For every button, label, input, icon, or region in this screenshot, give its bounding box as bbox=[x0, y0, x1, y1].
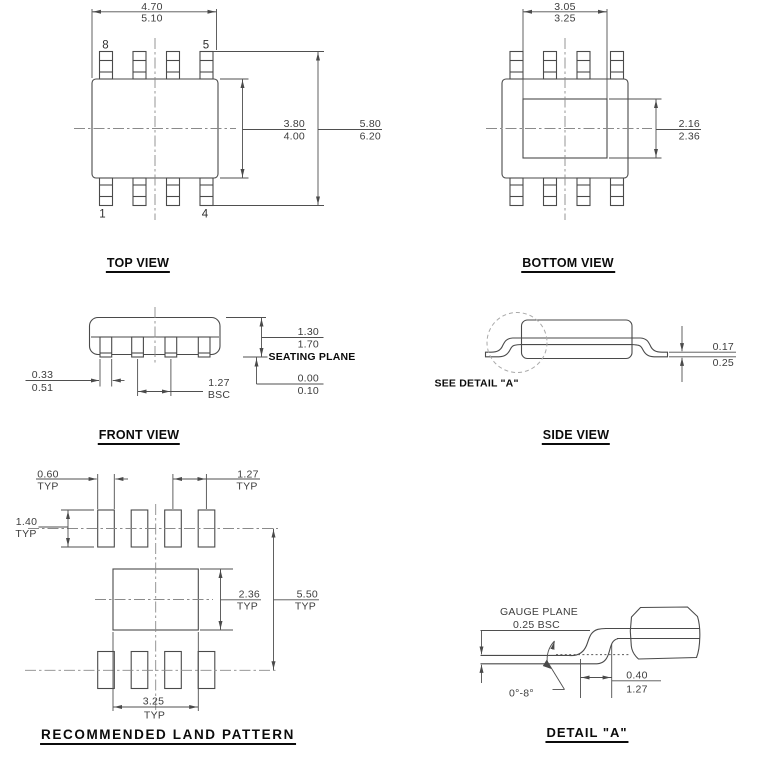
dim-top-width-min: 4.70 bbox=[141, 1, 162, 13]
pad-height-dimension bbox=[609, 98, 701, 159]
angle-arrowhead bbox=[542, 659, 552, 669]
land-pattern-label: RECOMMENDED LAND PATTERN bbox=[40, 727, 296, 745]
dim-land-overall: 5.50 bbox=[297, 589, 318, 601]
bottom-view-drawing: 3.05 3.25 2.16 2.36 bbox=[486, 1, 701, 220]
lead-thickness-dimension bbox=[669, 326, 736, 382]
see-detail-a-label: SEE DETAIL "A" bbox=[435, 378, 519, 390]
top-width-dimension bbox=[91, 9, 217, 78]
dim-lead-thickness-min: 0.17 bbox=[713, 341, 734, 353]
front-pitch-dimension bbox=[137, 359, 203, 396]
lead-angle-label: 0°-8° bbox=[509, 688, 534, 700]
pin-number-1: 1 bbox=[99, 209, 105, 221]
detail-a-body bbox=[629, 606, 701, 660]
top-view-label: TOP VIEW bbox=[105, 256, 171, 273]
land-pitch-dimension bbox=[172, 474, 260, 509]
dim-top-overall-min: 5.80 bbox=[360, 118, 381, 130]
dim-top-width-max: 5.10 bbox=[141, 13, 162, 25]
dim-lead-thickness-max: 0.25 bbox=[713, 357, 734, 369]
dim-front-standoff-max: 0.10 bbox=[298, 385, 319, 397]
dim-lead-width-min: 0.33 bbox=[32, 369, 53, 381]
dim-front-height-min: 1.30 bbox=[298, 326, 319, 338]
detail-a-drawing: GAUGE PLANE 0.25 BSC 0°-8° 0.40 1.27 bbox=[479, 606, 701, 700]
foot-length-dimension bbox=[580, 644, 661, 698]
dim-top-overall-max: 6.20 bbox=[360, 131, 381, 143]
land-center-pad-width-dimension bbox=[112, 632, 199, 711]
side-view-body bbox=[520, 319, 633, 360]
detail-a-lead-inner-bend bbox=[596, 638, 619, 665]
dim-center-pad-width: 3.25 bbox=[143, 696, 164, 708]
land-pad-width-dimension bbox=[36, 474, 128, 509]
dim-land-pitch: 1.27 bbox=[237, 469, 258, 481]
pin-number-8: 8 bbox=[102, 40, 108, 52]
gauge-plane-label: GAUGE PLANE bbox=[500, 606, 578, 618]
top-view-drawing: 8 5 1 4 4.70 5.10 3.80 4.00 bbox=[74, 1, 382, 221]
dim-pad-height-min: 2.16 bbox=[679, 118, 700, 130]
pin-number-5: 5 bbox=[203, 40, 209, 52]
front-view-drawing: 1.30 1.70 SEATING PLANE 0.00 0.10 0.33 0… bbox=[25, 307, 356, 401]
side-view-label: SIDE VIEW bbox=[541, 428, 611, 445]
dim-pad-width-min: 3.05 bbox=[554, 1, 575, 13]
dim-front-height-max: 1.70 bbox=[298, 339, 319, 351]
dim-pad-width-max: 3.25 bbox=[554, 13, 575, 25]
detail-a-lead-outer-bend bbox=[568, 627, 607, 657]
dim-top-body-max: 4.00 bbox=[284, 131, 305, 143]
front-lead-width-dimension bbox=[25, 359, 125, 387]
dim-pitch-value: 1.27 bbox=[208, 377, 229, 389]
dim-pad-height-max: 2.36 bbox=[679, 131, 700, 143]
dim-land-pad-height-typ: TYP bbox=[15, 528, 36, 540]
side-right-lead bbox=[632, 337, 669, 358]
dim-foot-length-min: 0.40 bbox=[626, 670, 647, 682]
land-pad-height-dimension bbox=[38, 509, 94, 548]
dim-land-pad-width: 0.60 bbox=[37, 469, 58, 481]
dim-center-pad-width-typ: TYP bbox=[144, 710, 165, 722]
dim-land-pad-height: 1.40 bbox=[16, 516, 37, 528]
land-center-pad-height-dimension bbox=[200, 568, 261, 631]
dim-foot-length-max: 1.27 bbox=[626, 684, 647, 696]
detail-a-label: DETAIL "A" bbox=[545, 725, 629, 743]
dim-land-overall-typ: TYP bbox=[295, 601, 316, 613]
land-pattern-drawing: 0.60 TYP 1.27 TYP 1.40 TYP bbox=[15, 469, 319, 722]
top-body-height-dimension bbox=[220, 78, 306, 179]
dim-land-pitch-typ: TYP bbox=[236, 481, 257, 493]
front-height-dimension bbox=[226, 317, 324, 357]
front-standoff-dimension bbox=[254, 357, 324, 385]
side-view-drawing: 0.17 0.25 SEE DETAIL "A" bbox=[435, 312, 736, 390]
front-view-label: FRONT VIEW bbox=[97, 428, 181, 445]
top-overall-height-dimension bbox=[213, 51, 382, 206]
pin-number-4: 4 bbox=[202, 209, 209, 221]
dim-land-pad-width-typ: TYP bbox=[37, 481, 58, 493]
dim-top-body-min: 3.80 bbox=[284, 118, 305, 130]
dim-pitch-note: BSC bbox=[208, 389, 231, 401]
dim-front-standoff-min: 0.00 bbox=[298, 373, 319, 385]
side-left-lead bbox=[484, 337, 521, 358]
lead-angle-annotation bbox=[542, 640, 565, 690]
land-overall-dimension bbox=[271, 528, 319, 671]
dim-center-pad-height: 2.36 bbox=[239, 589, 260, 601]
pad-width-dimension bbox=[522, 9, 608, 99]
gauge-offset-label: 0.25 BSC bbox=[513, 619, 560, 631]
dim-center-pad-height-typ: TYP bbox=[237, 601, 258, 613]
bottom-view-label: BOTTOM VIEW bbox=[521, 256, 615, 273]
seating-plane-label: SEATING PLANE bbox=[269, 351, 356, 363]
dim-lead-width-max: 0.51 bbox=[32, 382, 53, 394]
detail-a-callout-circle bbox=[486, 312, 548, 373]
